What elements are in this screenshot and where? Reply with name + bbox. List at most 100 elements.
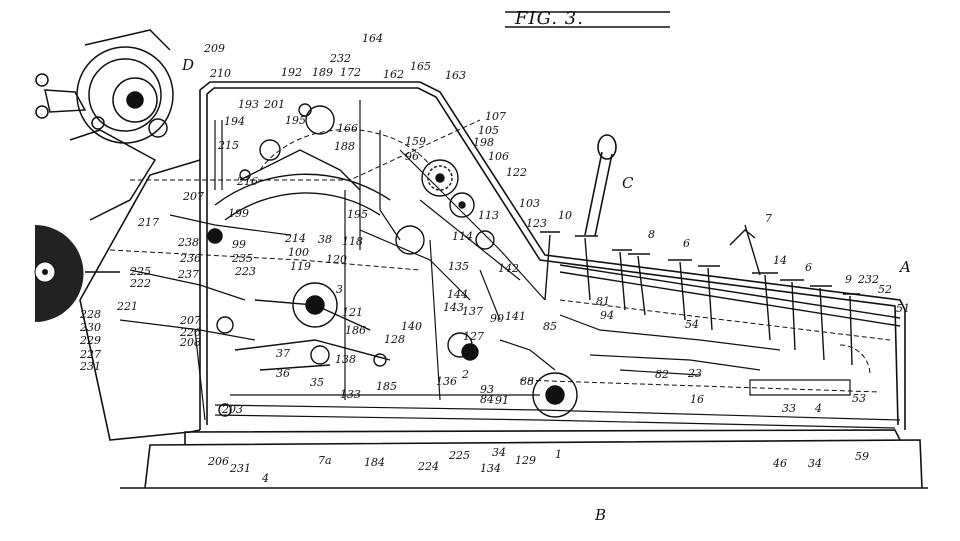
- label-123: 123: [526, 217, 547, 230]
- label-216: 216: [236, 175, 258, 188]
- label-199: 199: [228, 207, 249, 220]
- label-194: 194: [224, 115, 245, 128]
- reference-labels: D C A B 1 2 3 4 4 6 6 7 8 9 10 14 16 23 …: [79, 32, 911, 524]
- label-232b: 232: [857, 273, 879, 286]
- label-228: 228: [79, 308, 101, 321]
- label-225b: 225: [448, 449, 470, 462]
- label-2: 2: [461, 368, 469, 381]
- label-105: 105: [478, 124, 499, 137]
- label-141: 141: [505, 310, 526, 323]
- linkages: [119, 100, 901, 429]
- label-237: 237: [177, 268, 199, 281]
- machine-base: [120, 429, 928, 489]
- label-118: 118: [342, 235, 363, 248]
- label-122: 122: [506, 166, 527, 179]
- label-224: 224: [417, 460, 439, 473]
- label-3: 3: [336, 283, 343, 296]
- label-129: 129: [515, 454, 536, 467]
- label-4b: 4: [814, 402, 822, 415]
- label-7: 7: [765, 212, 772, 225]
- label-203: 203: [221, 403, 243, 416]
- label-103: 103: [519, 197, 540, 210]
- label-114: 114: [452, 230, 473, 243]
- label-142: 142: [498, 262, 519, 275]
- label-159: 159: [405, 135, 426, 148]
- label-214: 214: [284, 232, 306, 245]
- label-144: 144: [447, 288, 468, 301]
- label-215: 215: [217, 139, 239, 152]
- label-8: 8: [648, 228, 655, 241]
- label-137: 137: [462, 305, 483, 318]
- label-231b: 231: [229, 462, 251, 475]
- label-223: 223: [234, 265, 256, 278]
- label-6: 6: [683, 237, 690, 250]
- label-D: D: [181, 56, 194, 74]
- label-113: 113: [478, 209, 499, 222]
- label-221: 221: [116, 300, 138, 313]
- label-119: 119: [290, 260, 311, 273]
- label-163: 163: [445, 69, 466, 82]
- label-46: 46: [772, 457, 787, 470]
- label-136: 136: [436, 375, 457, 388]
- label-84: 84: [480, 393, 494, 406]
- hidden-lines: [109, 119, 891, 393]
- label-127: 127: [463, 330, 484, 343]
- label-54: 54: [685, 318, 699, 331]
- label-82: 82: [655, 368, 669, 381]
- label-51: 51: [896, 302, 910, 315]
- label-34b: 34: [808, 457, 822, 470]
- label-222: 222: [129, 277, 151, 290]
- label-4: 4: [261, 472, 269, 485]
- label-164: 164: [362, 32, 383, 45]
- label-208: 208: [179, 336, 201, 349]
- label-10: 10: [558, 209, 572, 222]
- label-138: 138: [335, 353, 356, 366]
- label-227: 227: [79, 348, 101, 361]
- label-121: 121: [342, 306, 363, 319]
- label-189: 189: [312, 66, 333, 79]
- label-85: 85: [543, 320, 557, 333]
- label-93: 93: [480, 383, 494, 396]
- label-99: 99: [232, 238, 246, 251]
- label-162: 162: [383, 68, 404, 81]
- label-193: 193: [238, 98, 259, 111]
- label-37: 37: [276, 347, 290, 360]
- label-52: 52: [878, 283, 892, 296]
- label-226: 226: [179, 326, 201, 339]
- label-188: 188: [334, 140, 355, 153]
- label-166: 166: [337, 122, 358, 135]
- platen-assembly: [35, 29, 174, 221]
- label-A: A: [898, 258, 911, 276]
- label-88: 88: [520, 375, 534, 388]
- label-198: 198: [473, 136, 494, 149]
- label-107: 107: [485, 110, 506, 123]
- label-195: 195: [285, 114, 306, 127]
- label-165: 165: [410, 60, 431, 73]
- label-33: 33: [782, 402, 796, 415]
- label-90: 90: [490, 312, 504, 325]
- label-135: 135: [448, 260, 469, 273]
- label-209: 209: [203, 42, 225, 55]
- label-207b: 207: [179, 314, 201, 327]
- ribbon-spool: [34, 225, 120, 322]
- label-225: 225: [129, 265, 151, 278]
- label-231: 231: [79, 360, 101, 373]
- label-53: 53: [852, 392, 866, 405]
- label-195b: 195: [347, 208, 368, 221]
- label-6b: 6: [805, 261, 812, 274]
- label-134: 134: [480, 462, 501, 475]
- fig-title-text: FIG. 3.: [514, 8, 584, 29]
- label-100: 100: [288, 246, 309, 259]
- label-206: 206: [207, 455, 229, 468]
- label-59: 59: [855, 450, 869, 463]
- label-36: 36: [276, 367, 290, 380]
- label-210: 210: [209, 67, 231, 80]
- label-185: 185: [376, 380, 397, 393]
- label-38: 38: [318, 233, 332, 246]
- label-184: 184: [364, 456, 385, 469]
- label-207: 207: [182, 190, 204, 203]
- label-128: 128: [384, 333, 405, 346]
- label-133: 133: [340, 388, 361, 401]
